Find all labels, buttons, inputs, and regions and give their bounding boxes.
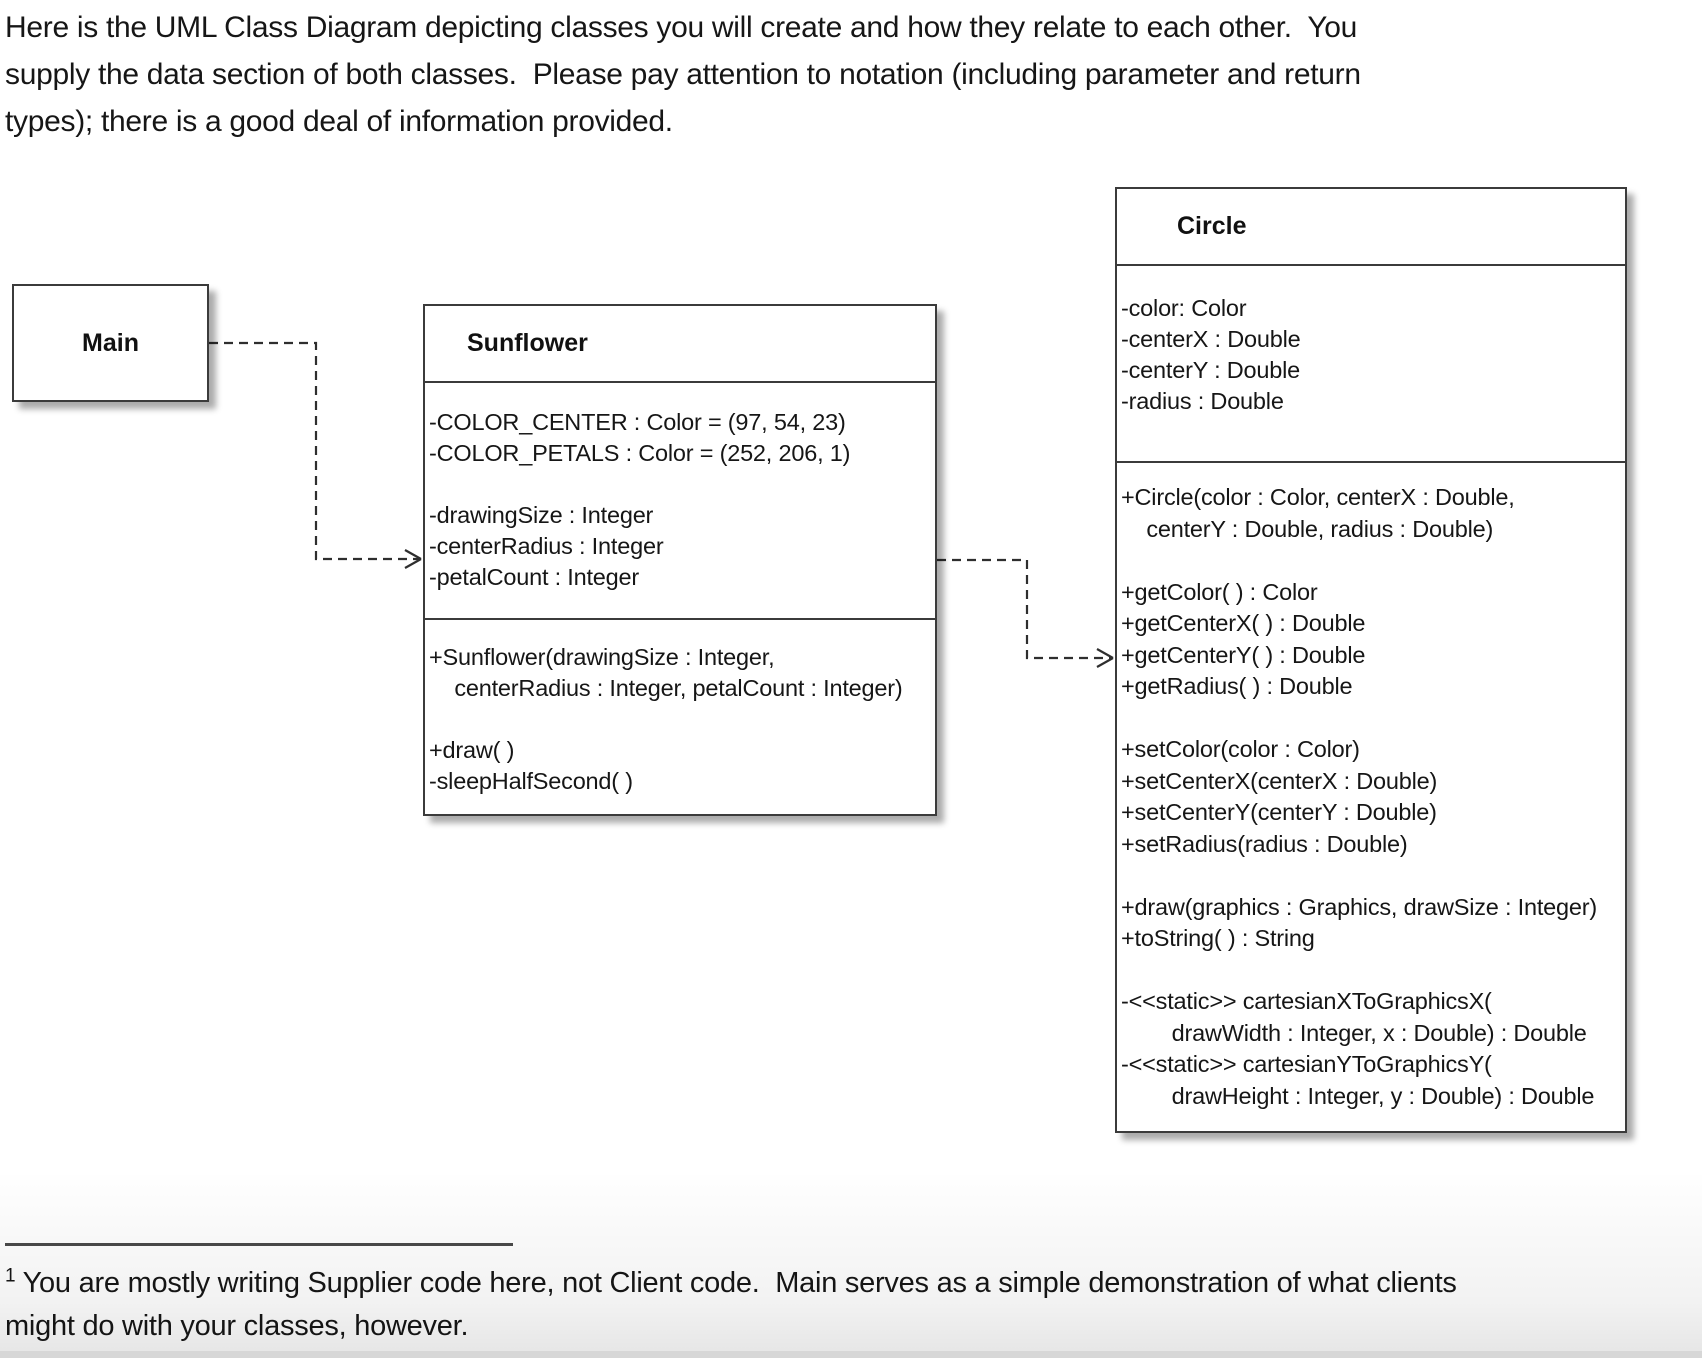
circle-attributes-section: -color: Color -centerX : Double -centerY… xyxy=(1117,266,1625,463)
uml-class-sunflower: Sunflower -COLOR_CENTER : Color = (97, 5… xyxy=(423,304,937,816)
sunflower-to-circle-dependency-arrow xyxy=(937,558,1114,668)
sunflower-methods-section: +Sunflower(drawingSize : Integer, center… xyxy=(429,644,903,794)
main-to-sunflower-dependency-arrow xyxy=(209,341,422,569)
uml-class-circle: Circle -color: Color -centerX : Double -… xyxy=(1115,187,1627,1133)
footnote-body: You are mostly writing Supplier code her… xyxy=(5,1267,1457,1342)
footnote-marker: 1 xyxy=(5,1265,16,1287)
sunflower-class-title: Sunflower xyxy=(425,306,935,383)
circle-methods-section: +Circle(color : Color, centerX : Double,… xyxy=(1121,484,1598,1109)
circle-class-title: Circle xyxy=(1117,189,1625,266)
uml-class-main: Main xyxy=(12,284,209,402)
main-class-title: Main xyxy=(82,328,139,357)
footnote-separator-rule xyxy=(5,1243,513,1246)
page-bottom-edge xyxy=(0,1351,1702,1358)
sunflower-attributes-section: -COLOR_CENTER : Color = (97, 54, 23) -CO… xyxy=(425,383,935,620)
footnote-text: 1 You are mostly writing Supplier code h… xyxy=(5,1262,1457,1348)
intro-paragraph: Here is the UML Class Diagram depicting … xyxy=(5,11,1361,138)
